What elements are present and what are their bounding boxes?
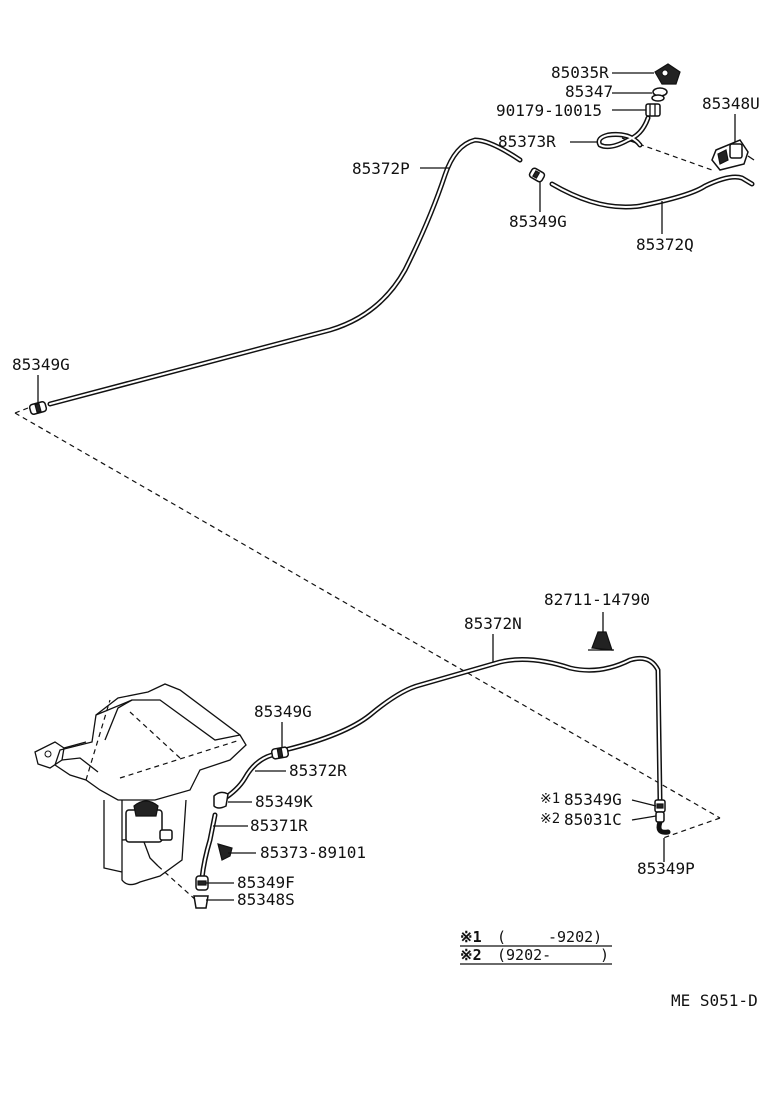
label-82711-14790: 82711-14790 bbox=[544, 590, 650, 609]
gasket-85347 bbox=[651, 87, 668, 102]
joint-85349G-mid bbox=[270, 746, 290, 760]
label-85348U: 85348U bbox=[702, 94, 760, 113]
label-90179-10015: 90179-10015 bbox=[496, 101, 602, 120]
label-85349F: 85349F bbox=[237, 873, 295, 892]
label-85348S: 85348S bbox=[237, 890, 295, 909]
washer-tank bbox=[34, 683, 247, 886]
note-2-mark: ※2 bbox=[460, 946, 482, 964]
hose-85372R bbox=[219, 752, 275, 803]
clip-85373-89101 bbox=[217, 843, 233, 861]
joint-85349F bbox=[195, 875, 209, 891]
label-85347: 85347 bbox=[565, 82, 613, 101]
joint-85349G-left bbox=[28, 401, 48, 415]
label-85349G-right: 85349G bbox=[564, 790, 622, 809]
marker-1-small: ※1 bbox=[540, 791, 560, 807]
valve-85348U bbox=[711, 139, 755, 171]
nut-90179-10015 bbox=[645, 103, 661, 117]
leader-lines bbox=[37, 72, 736, 901]
note-1-range: -9202) bbox=[548, 928, 602, 946]
label-85349G-left: 85349G bbox=[12, 355, 70, 374]
label-85372R: 85372R bbox=[289, 761, 347, 780]
joint-85349G-top bbox=[528, 167, 546, 183]
hose-85373R bbox=[596, 115, 651, 150]
dashed-guide-lines bbox=[14, 137, 721, 903]
applicability-notes: ※1 ( -9202) ※2 (9202- ) bbox=[460, 928, 612, 965]
valve-85031C bbox=[655, 811, 665, 823]
label-85349P: 85349P bbox=[637, 859, 695, 878]
diagram-code: ME S051-D bbox=[671, 991, 758, 1010]
note-2-range: (9202- bbox=[497, 946, 551, 964]
label-85349G-mid: 85349G bbox=[254, 702, 312, 721]
hose-85372N bbox=[282, 655, 663, 803]
label-85372N: 85372N bbox=[464, 614, 522, 633]
label-85373-89101: 85373-89101 bbox=[260, 843, 366, 862]
label-85349K: 85349K bbox=[255, 792, 313, 811]
hose-85349P bbox=[656, 819, 671, 835]
marker-2-small: ※2 bbox=[540, 811, 560, 827]
hose-85371R bbox=[199, 812, 218, 881]
dashed-line-main-diagonal bbox=[14, 412, 721, 819]
label-85035R: 85035R bbox=[551, 63, 609, 82]
nozzle-85035R bbox=[654, 63, 681, 85]
label-85372Q: 85372Q bbox=[636, 235, 694, 254]
label-85349G-top: 85349G bbox=[509, 212, 567, 231]
joint-85349G-right bbox=[654, 799, 666, 813]
label-85372P: 85372P bbox=[352, 159, 410, 178]
note-1-mark: ※1 bbox=[460, 928, 482, 946]
label-85371R: 85371R bbox=[250, 816, 308, 835]
part-labels: 85035R 85347 90179-10015 85348U 85373R 8… bbox=[12, 63, 760, 909]
dashed-line-nozzle bbox=[621, 137, 713, 171]
dashed-line-lower-right bbox=[662, 817, 721, 839]
hose-85372Q bbox=[549, 174, 755, 210]
label-85373R: 85373R bbox=[498, 132, 556, 151]
label-85031C: 85031C bbox=[564, 810, 622, 829]
elbow-85349K bbox=[213, 791, 229, 809]
valve-85348S bbox=[193, 895, 209, 909]
hose-85372P bbox=[47, 137, 523, 407]
note-1-open: ( bbox=[497, 928, 506, 946]
clamp-82711-14790 bbox=[588, 631, 614, 651]
dashed-line-left-stub bbox=[14, 407, 29, 414]
dashed-line-pump bbox=[157, 865, 199, 903]
note-2-close: ) bbox=[600, 946, 609, 964]
